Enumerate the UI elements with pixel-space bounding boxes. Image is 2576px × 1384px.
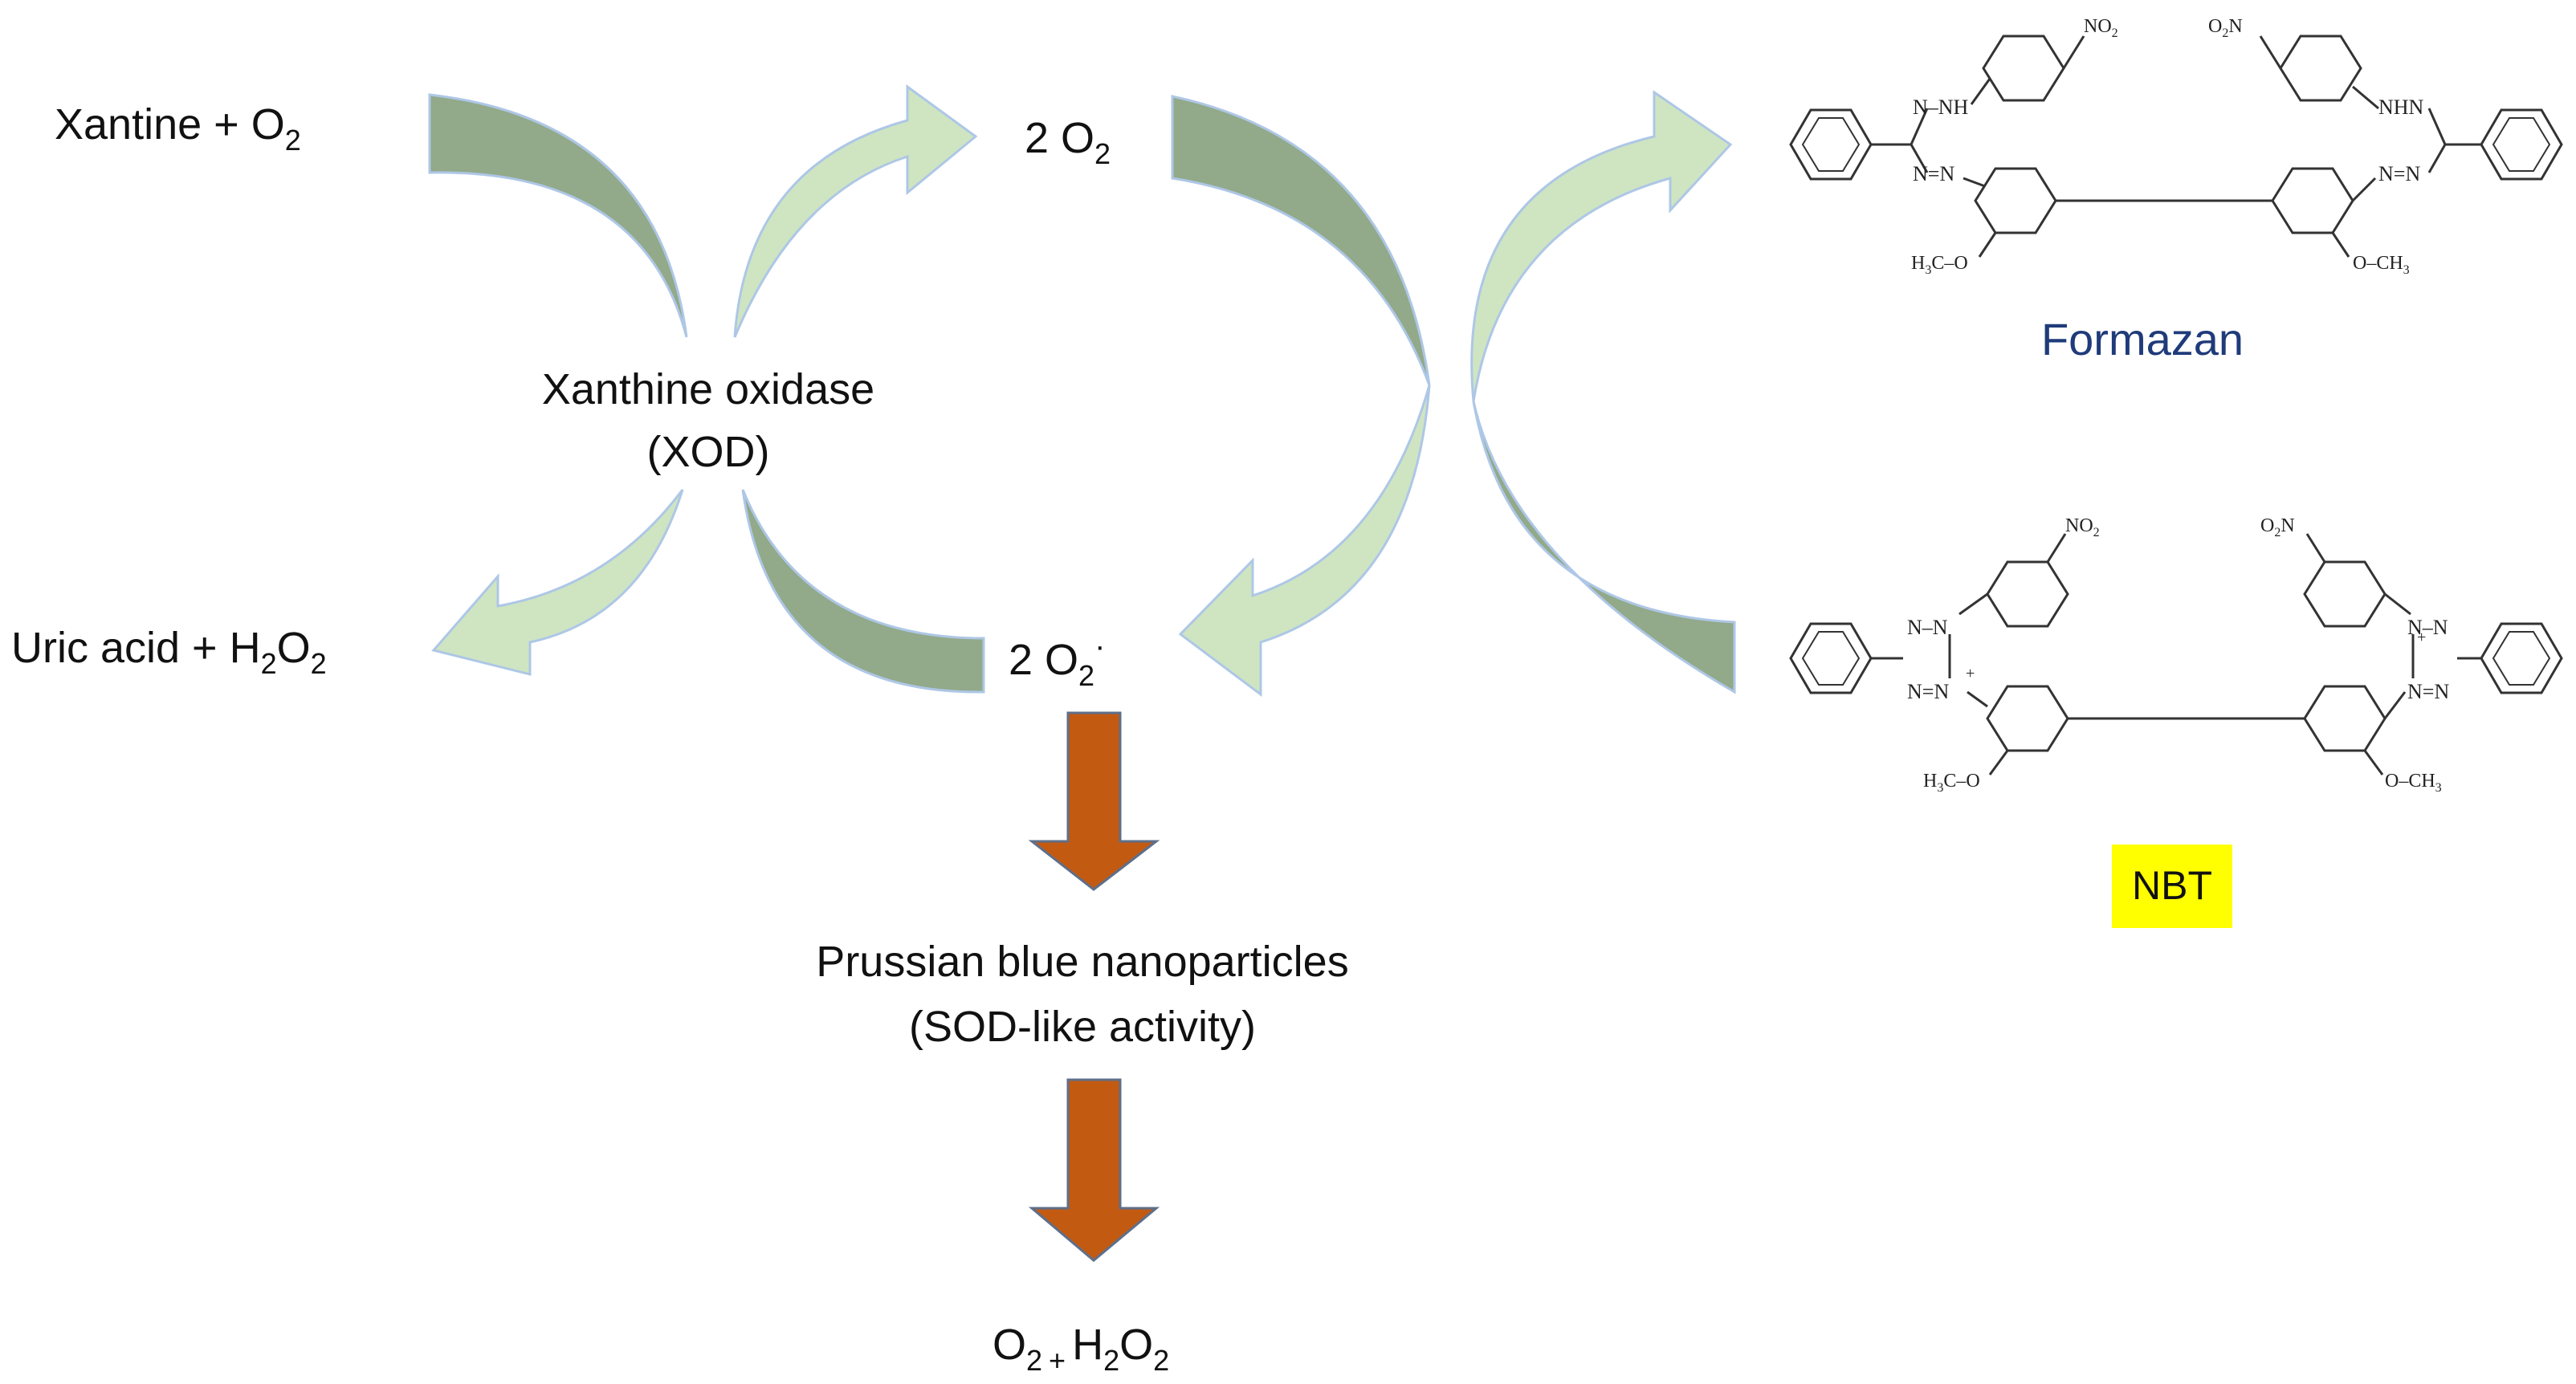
- products-t1: Uric acid + H: [11, 624, 261, 672]
- arrow-xod-to-uric-acid: [431, 489, 684, 676]
- fz-methoxy-right: O–CH3: [2353, 253, 2410, 277]
- fz-nitro-left: NO2: [2084, 16, 2118, 40]
- fz-bond-13: [2427, 144, 2447, 173]
- nbt-methoxy-left: H3C–O: [1923, 771, 1980, 795]
- superoxide-sub: 2: [1078, 659, 1095, 692]
- fz-bond-2: [1910, 108, 1929, 145]
- nbt-bond-9: [2305, 533, 2326, 563]
- fz-nitrophenyl-left: [1982, 35, 2065, 102]
- nbt-bond-7: [2363, 750, 2384, 775]
- final-s3: 2: [1153, 1344, 1170, 1377]
- nanoparticles-line1: Prussian blue nanoparticles: [816, 938, 1349, 986]
- fz-bond-11: [2352, 85, 2379, 110]
- nbt-biphenyl-right: [2303, 685, 2386, 752]
- nbt-structure: N–N N=N + NO2 H3C–O O–CH3 O2N N–N N=N +: [1789, 515, 2563, 795]
- arrow-xod-to-superoxide: [741, 489, 985, 694]
- fz-methoxy-left: H3C–O: [1911, 253, 1968, 277]
- fz-nn-left: N=N: [1913, 162, 1954, 185]
- products-s2: 2: [310, 647, 327, 680]
- nbt-nitro-left: NO2: [2065, 515, 2100, 539]
- nbt-bond-3: [1958, 592, 1988, 616]
- nbt-phenyl-right: [2480, 622, 2563, 694]
- nbt-tz-nn-left: N–N: [1907, 616, 1948, 639]
- fz-bond-3: [1910, 144, 1929, 173]
- products-t2: O: [276, 624, 311, 672]
- fz-bond-10: [2259, 35, 2282, 69]
- nbt-methoxy-right: O–CH3: [2385, 771, 2442, 795]
- nbt-highlight: [2112, 845, 2232, 928]
- arrow-into-superoxide: [1178, 385, 1431, 697]
- superoxide-text: 2 O: [1009, 636, 1079, 684]
- fz-bond-8: [2351, 177, 2377, 202]
- final-s1: 2: [1026, 1344, 1043, 1377]
- nbt-bond-6: [1988, 750, 2009, 775]
- formazan-structure: N–NH N=N NO2 H3C–O O–CH3 O2N NHN N=N: [1789, 16, 2563, 277]
- oxygen-sub: 2: [1094, 137, 1111, 170]
- oxygen-label: 2 O2: [1025, 114, 1111, 169]
- nbt-nitrophenyl-right: [2303, 560, 2386, 628]
- enzyme-line2: (XOD): [646, 428, 770, 477]
- fz-bond-4: [1970, 78, 1991, 105]
- nbt-tz-nn2-right: N=N: [2407, 680, 2449, 703]
- fz-nitrophenyl-right: [2279, 35, 2362, 102]
- arrow-from-nbt: [1472, 401, 1736, 694]
- products-label: Uric acid + H2O2: [11, 624, 327, 678]
- arrow-down-1: [1028, 711, 1160, 891]
- nbt-tz-plus-left: +: [1966, 665, 1975, 682]
- final-t1: O: [992, 1321, 1027, 1369]
- arrow-oxygen-to-superoxide-arc: [1171, 95, 1431, 386]
- nbt-phenyl-right-inner: [2492, 631, 2551, 686]
- fz-biphenyl-left: [1974, 167, 2057, 234]
- fz-biphenyl-right: [2271, 167, 2354, 234]
- fz-phenyl-left-inner: [1801, 117, 1861, 172]
- nanoparticles-line2: (SOD-like activity): [908, 1003, 1257, 1051]
- arrow-down-2: [1028, 1078, 1160, 1262]
- arrow-xod-to-oxygen: [733, 84, 978, 338]
- superoxide-radical: ·: [1094, 629, 1106, 664]
- fz-nn-right: N=N: [2378, 162, 2420, 185]
- products-s1: 2: [260, 647, 277, 680]
- fz-bond-5: [2062, 35, 2085, 69]
- nanoparticles-label: Prussian blue nanoparticles (SOD-like ac…: [816, 930, 1348, 1060]
- fz-bond-7: [1978, 232, 1997, 258]
- nbt-nitro-right: O2N: [2260, 515, 2295, 539]
- fz-bond-12: [2427, 108, 2447, 145]
- fz-phenyl-right: [2480, 108, 2563, 181]
- reactants-label: Xantine + O2: [55, 100, 301, 155]
- final-t3: O: [1119, 1321, 1154, 1369]
- reactants-sub: 2: [284, 124, 301, 157]
- nbt-tz-nn2-left: N=N: [1907, 680, 1949, 703]
- nbt-biphenyl-left: [1986, 685, 2069, 752]
- nbt-label: NBT: [2132, 863, 2212, 908]
- final-products-label: O2+H2O2: [992, 1321, 1169, 1375]
- nbt-phenyl-left-inner: [1801, 631, 1861, 686]
- fz-bond-6: [1963, 177, 1986, 188]
- superoxide-label: 2 O2·: [1009, 630, 1105, 690]
- fz-bond-9: [2331, 232, 2350, 258]
- nbt-bond-10: [2384, 592, 2411, 616]
- enzyme-label: Xanthine oxidase (XOD): [542, 358, 874, 484]
- final-plus: +: [1049, 1344, 1066, 1377]
- oxygen-text: 2 O: [1025, 114, 1095, 162]
- nbt-nitrophenyl-left: [1986, 560, 2069, 628]
- formazan-label: Formazan: [2040, 314, 2244, 364]
- enzyme-line1: Xanthine oxidase: [541, 365, 875, 413]
- nbt-bond-8: [2383, 691, 2407, 719]
- fz-nitro-right: O2N: [2208, 16, 2243, 40]
- arrow-to-formazan: [1470, 90, 1733, 402]
- fz-phenyl-right-inner: [2492, 117, 2551, 172]
- final-t2: H: [1072, 1321, 1104, 1369]
- nbt-tz-plus-right: +: [2417, 629, 2426, 646]
- arrow-xantine-to-xod: [428, 93, 688, 338]
- fz-nh-right: NHN: [2378, 96, 2424, 119]
- reactants-text: Xantine + O: [55, 100, 285, 149]
- nbt-bond-5: [1967, 690, 1988, 708]
- fz-nh-left: N–NH: [1913, 96, 1969, 119]
- final-s2: 2: [1103, 1344, 1120, 1377]
- nbt-bond-4: [2046, 533, 2067, 563]
